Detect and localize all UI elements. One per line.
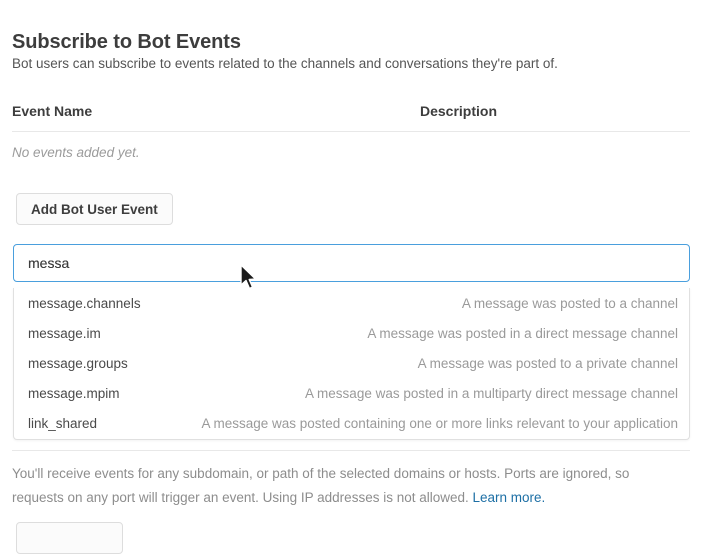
list-item[interactable]: message.groups A message was posted to a… [14,348,689,378]
events-table-empty-message: No events added yet. [12,145,140,160]
list-item[interactable]: message.mpim A message was posted in a m… [14,378,689,408]
subscribe-bot-events-page: Subscribe to Bot Events Bot users can su… [12,31,690,554]
result-event-description: A message was posted containing one or m… [201,415,678,431]
footer-note-text: You'll receive events for any subdomain,… [12,466,630,505]
events-table-header: Event Name Description [12,103,690,123]
result-event-name: message.channels [28,295,141,311]
page-title: Subscribe to Bot Events [12,31,241,54]
result-event-name: link_shared [28,415,98,431]
result-event-name: message.groups [28,355,128,371]
result-event-description: A message was posted in a direct message… [367,325,678,341]
event-results-dropdown[interactable]: message.channels A message was posted to… [13,288,690,440]
list-item[interactable]: message.im A message was posted in a dir… [14,318,689,348]
list-item[interactable]: link_shared A message was posted contain… [14,408,689,438]
event-search-input[interactable] [13,244,690,282]
result-event-description: A message was posted in a multiparty dir… [305,385,678,401]
learn-more-link[interactable]: Learn more. [472,490,546,505]
result-event-name: message.im [28,325,101,341]
column-header-description: Description [420,103,498,119]
result-event-name: message.mpim [28,385,120,401]
footer-note: You'll receive events for any subdomain,… [12,462,684,510]
list-item[interactable]: message.channels A message was posted to… [14,288,689,318]
footer-divider [12,450,690,451]
footer-action-button[interactable] [16,522,123,554]
column-header-event-name: Event Name [12,103,93,119]
result-event-description: A message was posted to a private channe… [417,355,678,371]
page-subtitle: Bot users can subscribe to events relate… [12,56,558,71]
table-header-divider [12,131,690,132]
add-bot-user-event-button[interactable]: Add Bot User Event [16,193,173,225]
result-event-description: A message was posted to a channel [461,295,678,311]
